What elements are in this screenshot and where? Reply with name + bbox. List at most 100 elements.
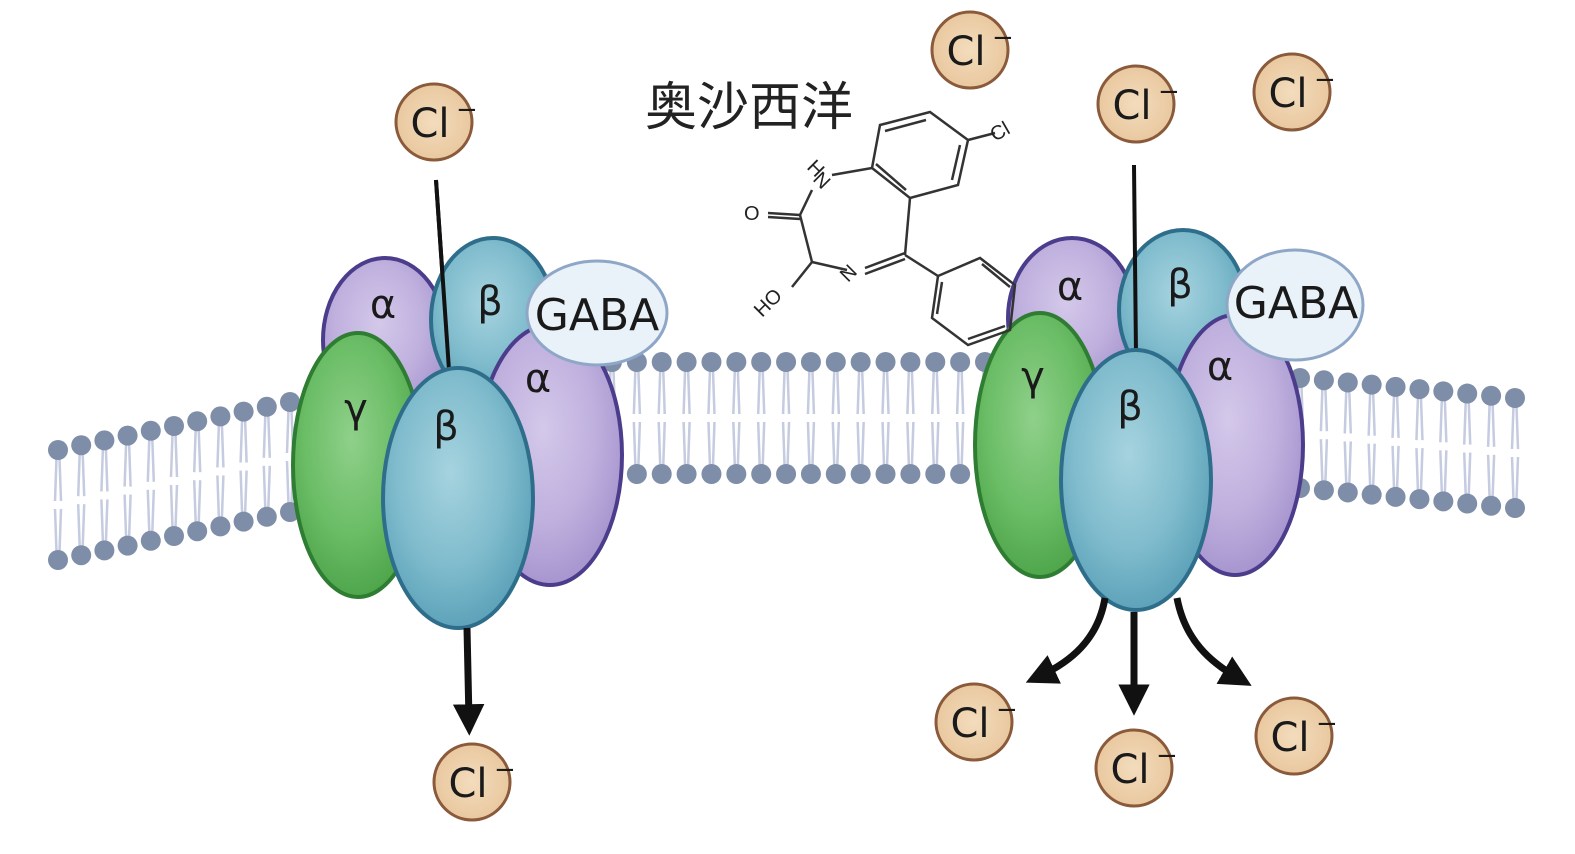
- lipid-tail: [1343, 390, 1348, 434]
- lipid-tail: [786, 369, 791, 415]
- lipid-tail: [1491, 454, 1496, 498]
- receptor-right: GABA α β γ β α: [973, 164, 1365, 716]
- lipid-head: [950, 464, 971, 484]
- receptor-left: GABA α β γ β α: [291, 179, 669, 736]
- lipid-tail: [76, 504, 81, 548]
- ion-charge: −: [494, 755, 516, 785]
- lipid-tail: [220, 424, 225, 468]
- gaba-label: GABA: [535, 290, 659, 341]
- lipid-tail: [58, 457, 63, 502]
- lipid-head: [1337, 482, 1358, 503]
- lipid-head: [651, 352, 672, 372]
- phenyl-ring: [930, 256, 1017, 347]
- lipid-tail: [1395, 445, 1400, 489]
- lipid-tail: [885, 421, 890, 467]
- beta-top-label: β: [1167, 262, 1193, 308]
- lipid-head: [1433, 491, 1454, 512]
- ion-charge: −: [1316, 709, 1338, 739]
- ion-charge: −: [992, 23, 1014, 53]
- ion-charge: −: [996, 695, 1018, 725]
- lipid-tail: [955, 369, 960, 415]
- lipid-tail: [1367, 392, 1372, 436]
- lipid-head: [1361, 374, 1382, 395]
- ion-circle: [1096, 64, 1176, 144]
- subunit-beta-front: [1059, 348, 1213, 612]
- ion-path-line: [1132, 164, 1138, 356]
- lipid-tail: [100, 448, 105, 492]
- lipid-tail: [736, 369, 741, 415]
- lipid-tail: [151, 438, 156, 482]
- lipid-tail: [661, 369, 666, 415]
- lipid-tail: [267, 465, 272, 509]
- lipid-tail: [243, 470, 248, 514]
- lipid-head: [233, 401, 254, 422]
- ion-circle: [394, 82, 474, 162]
- lipid-tail: [906, 421, 911, 467]
- alpha-right-label: α: [1207, 344, 1233, 390]
- ion-label: Cl: [1270, 715, 1309, 761]
- lipid-tail: [1467, 401, 1472, 445]
- lipid-tail: [1510, 456, 1515, 501]
- lipid-tail: [239, 419, 244, 463]
- lipid-tail: [856, 421, 861, 467]
- lipid-head: [164, 526, 184, 546]
- lipid-tail: [657, 421, 662, 467]
- lipid-head: [1313, 370, 1334, 391]
- lipid-tail: [58, 508, 63, 553]
- lipid-head: [850, 464, 871, 484]
- lipid-head: [825, 352, 846, 372]
- lipid-head: [1433, 381, 1454, 402]
- lipid-head: [1481, 495, 1502, 516]
- subunit-beta-front: [381, 366, 535, 630]
- gamma-label: γ: [1021, 354, 1045, 400]
- lipid-head: [48, 440, 68, 460]
- arrow-left-icon: [1025, 597, 1109, 684]
- lipid-tail: [811, 421, 816, 467]
- lipid-tail: [1486, 403, 1491, 447]
- lipid-tail: [885, 369, 890, 415]
- lipid-tail: [960, 369, 965, 415]
- lipid-head: [825, 464, 846, 484]
- lipid-head: [187, 411, 208, 432]
- lipid-tail: [806, 421, 811, 467]
- lipid-head: [94, 430, 115, 451]
- lipid-tail: [686, 421, 691, 467]
- lipid-tail: [53, 457, 58, 502]
- lipid-tail: [53, 508, 58, 553]
- ion-label: Cl: [1268, 71, 1307, 117]
- ion-charge: −: [1158, 77, 1180, 107]
- lipid-head: [256, 506, 277, 527]
- lipid-tail: [1391, 445, 1396, 489]
- lipid-tail: [123, 494, 128, 538]
- lipid-tail: [151, 489, 156, 533]
- chloride-ion: Cl−: [930, 10, 1014, 90]
- lipid-head: [800, 464, 821, 484]
- lipid-tail: [1348, 390, 1353, 434]
- lipid-tail: [931, 369, 936, 415]
- lipid-tail: [931, 421, 936, 467]
- lipid-tail: [960, 421, 965, 467]
- lipid-tail: [761, 369, 766, 415]
- atom-o: O: [744, 203, 760, 225]
- lipid-tail: [707, 369, 712, 415]
- lipid-tail: [1486, 454, 1491, 498]
- lipid-head: [701, 352, 722, 372]
- atom-ho: HO: [750, 285, 787, 322]
- ion-circle: [432, 742, 512, 822]
- lipid-head: [233, 511, 254, 532]
- lipid-head: [751, 464, 772, 484]
- lipid-head: [626, 464, 647, 484]
- lipid-head: [676, 352, 697, 372]
- lipid-tail: [174, 484, 179, 529]
- lipid-tail: [1419, 448, 1424, 492]
- lipid-head: [925, 464, 946, 484]
- lipid-head: [925, 352, 946, 372]
- lipid-tail: [1415, 397, 1420, 441]
- lipid-tail: [146, 489, 151, 533]
- lipid-tail: [856, 369, 861, 415]
- atom-n2: N: [836, 261, 862, 287]
- lipid-head: [900, 464, 921, 484]
- lipid-tail: [267, 414, 272, 458]
- lipid-tail: [632, 369, 637, 415]
